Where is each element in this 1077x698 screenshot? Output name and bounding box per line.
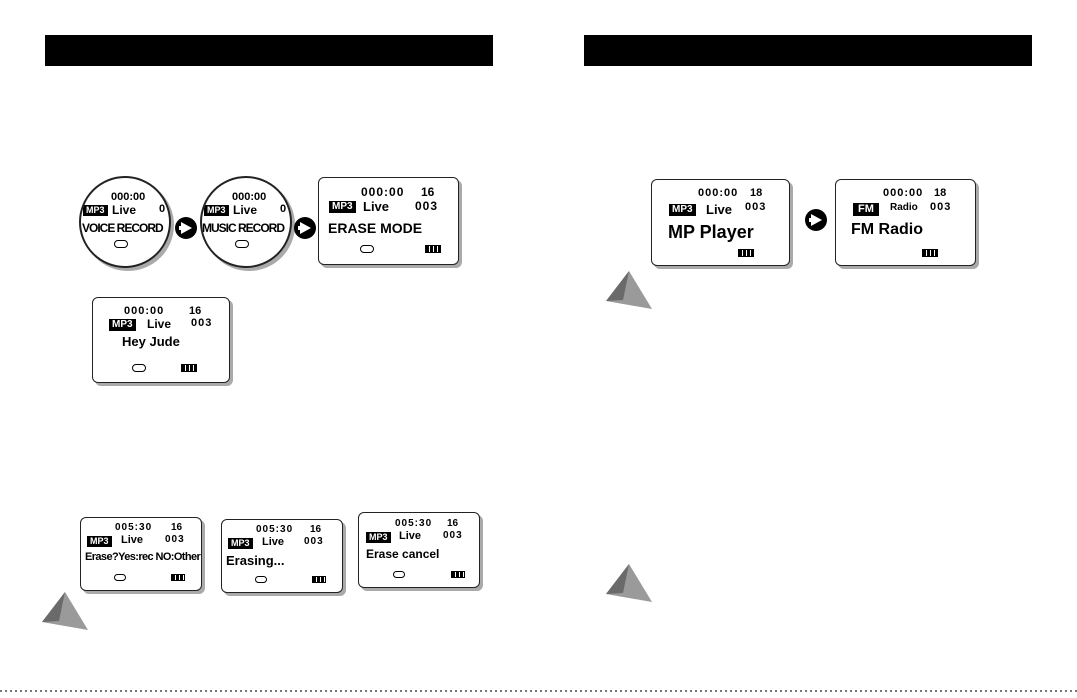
lcd-live: Live (363, 199, 390, 214)
lcd-title: Erasing... (226, 553, 285, 568)
repeat-icon (132, 364, 146, 372)
left-header-bar (45, 35, 493, 66)
lcd-extra: 0 (280, 203, 287, 215)
note-triangle-icon (606, 564, 652, 602)
mp3-badge: MP3 (87, 536, 112, 547)
battery-icon (312, 576, 326, 583)
lcd-live: Live (262, 536, 285, 548)
lcd-time: 005:30 (115, 522, 153, 533)
lcd-title: ERASE MODE (328, 220, 423, 236)
lcd-time: 005:30 (395, 518, 433, 529)
lcd-track: 003 (165, 534, 185, 545)
lcd-live: Live (399, 530, 422, 542)
lcd-extra: 0 (159, 203, 166, 215)
bottom-dotted-line (0, 690, 1077, 692)
lcd-track: 003 (930, 201, 952, 213)
lcd-track: 003 (191, 317, 213, 329)
battery-icon (171, 574, 185, 581)
lcd-mp-player: 000:00 18 MP3 Live 003 MP Player (651, 179, 790, 266)
mp3-badge: MP3 (228, 538, 253, 549)
battery-icon (738, 249, 754, 257)
lcd-title: MP Player (668, 222, 754, 242)
lcd-time: 000:00 (883, 187, 924, 199)
lcd-number: 16 (171, 522, 183, 533)
mp3-badge: MP3 (109, 319, 136, 331)
repeat-icon (255, 576, 267, 583)
lcd-erase-cancel: 005:30 16 MP3 Live 003 Erase cancel (358, 512, 480, 588)
arrow-right-icon (294, 217, 316, 239)
repeat-icon (114, 240, 128, 248)
fm-badge: FM (853, 203, 879, 216)
lcd-hey-jude: 000:00 16 MP3 Live 003 Hey Jude (92, 297, 230, 383)
lcd-time: 000:00 (111, 191, 146, 203)
mp3-badge: MP3 (83, 205, 108, 216)
lcd-track: 003 (415, 199, 439, 213)
lcd-live: Live (112, 203, 137, 217)
lcd-number: 16 (310, 524, 322, 535)
lcd-voice-record: 000:00 MP3 Live 0 VOICE RECORD (79, 176, 171, 268)
lcd-title: VOICE RECORD (82, 221, 164, 235)
mp3-badge: MP3 (204, 205, 229, 216)
lcd-radio: Radio (890, 202, 918, 213)
lcd-number: 18 (934, 187, 947, 199)
lcd-music-record: 000:00 MP3 Live 0 MUSIC RECORD (200, 176, 292, 268)
lcd-title: MUSIC RECORD (202, 221, 285, 235)
lcd-erase-mode: 000:00 16 MP3 Live 003 ERASE MODE (318, 177, 459, 265)
lcd-live: Live (121, 534, 144, 546)
lcd-erase-confirm: 005:30 16 MP3 Live 003 Erase?Yes:rec NO:… (80, 517, 202, 591)
lcd-title: Erase?Yes:rec NO:Other (85, 551, 201, 563)
lcd-track: 003 (443, 530, 463, 541)
repeat-icon (360, 245, 374, 253)
mp3-badge: MP3 (329, 201, 356, 213)
mp3-badge: MP3 (366, 532, 391, 543)
lcd-erasing: 005:30 16 MP3 Live 003 Erasing... (221, 519, 343, 593)
lcd-number: 16 (447, 518, 459, 529)
lcd-number: 16 (189, 305, 202, 317)
lcd-time: 000:00 (361, 185, 405, 199)
lcd-track: 003 (745, 201, 767, 213)
lcd-live: Live (233, 203, 258, 217)
arrow-right-icon (175, 217, 197, 239)
battery-icon (922, 249, 938, 257)
lcd-time: 005:30 (256, 524, 294, 535)
repeat-icon (393, 571, 405, 578)
lcd-title: FM Radio (851, 221, 923, 238)
lcd-time: 000:00 (232, 191, 267, 203)
lcd-number: 16 (421, 185, 435, 199)
arrow-right-icon (805, 209, 827, 231)
lcd-time: 000:00 (698, 187, 739, 199)
mp3-badge: MP3 (669, 204, 696, 216)
lcd-time: 000:00 (124, 305, 165, 317)
lcd-title: Hey Jude (122, 334, 180, 349)
lcd-fm-radio: 000:00 18 FM Radio 003 FM Radio (835, 179, 976, 266)
note-triangle-icon (42, 592, 88, 630)
lcd-track: 003 (304, 536, 324, 547)
lcd-live: Live (147, 317, 172, 331)
note-triangle-icon (606, 271, 652, 309)
lcd-title: Erase cancel (366, 547, 440, 561)
right-header-bar (584, 35, 1032, 66)
battery-icon (451, 571, 465, 578)
lcd-number: 18 (750, 187, 763, 199)
repeat-icon (114, 574, 126, 581)
battery-icon (425, 245, 441, 253)
lcd-live: Live (706, 202, 733, 217)
battery-icon (181, 364, 197, 372)
repeat-icon (235, 240, 249, 248)
